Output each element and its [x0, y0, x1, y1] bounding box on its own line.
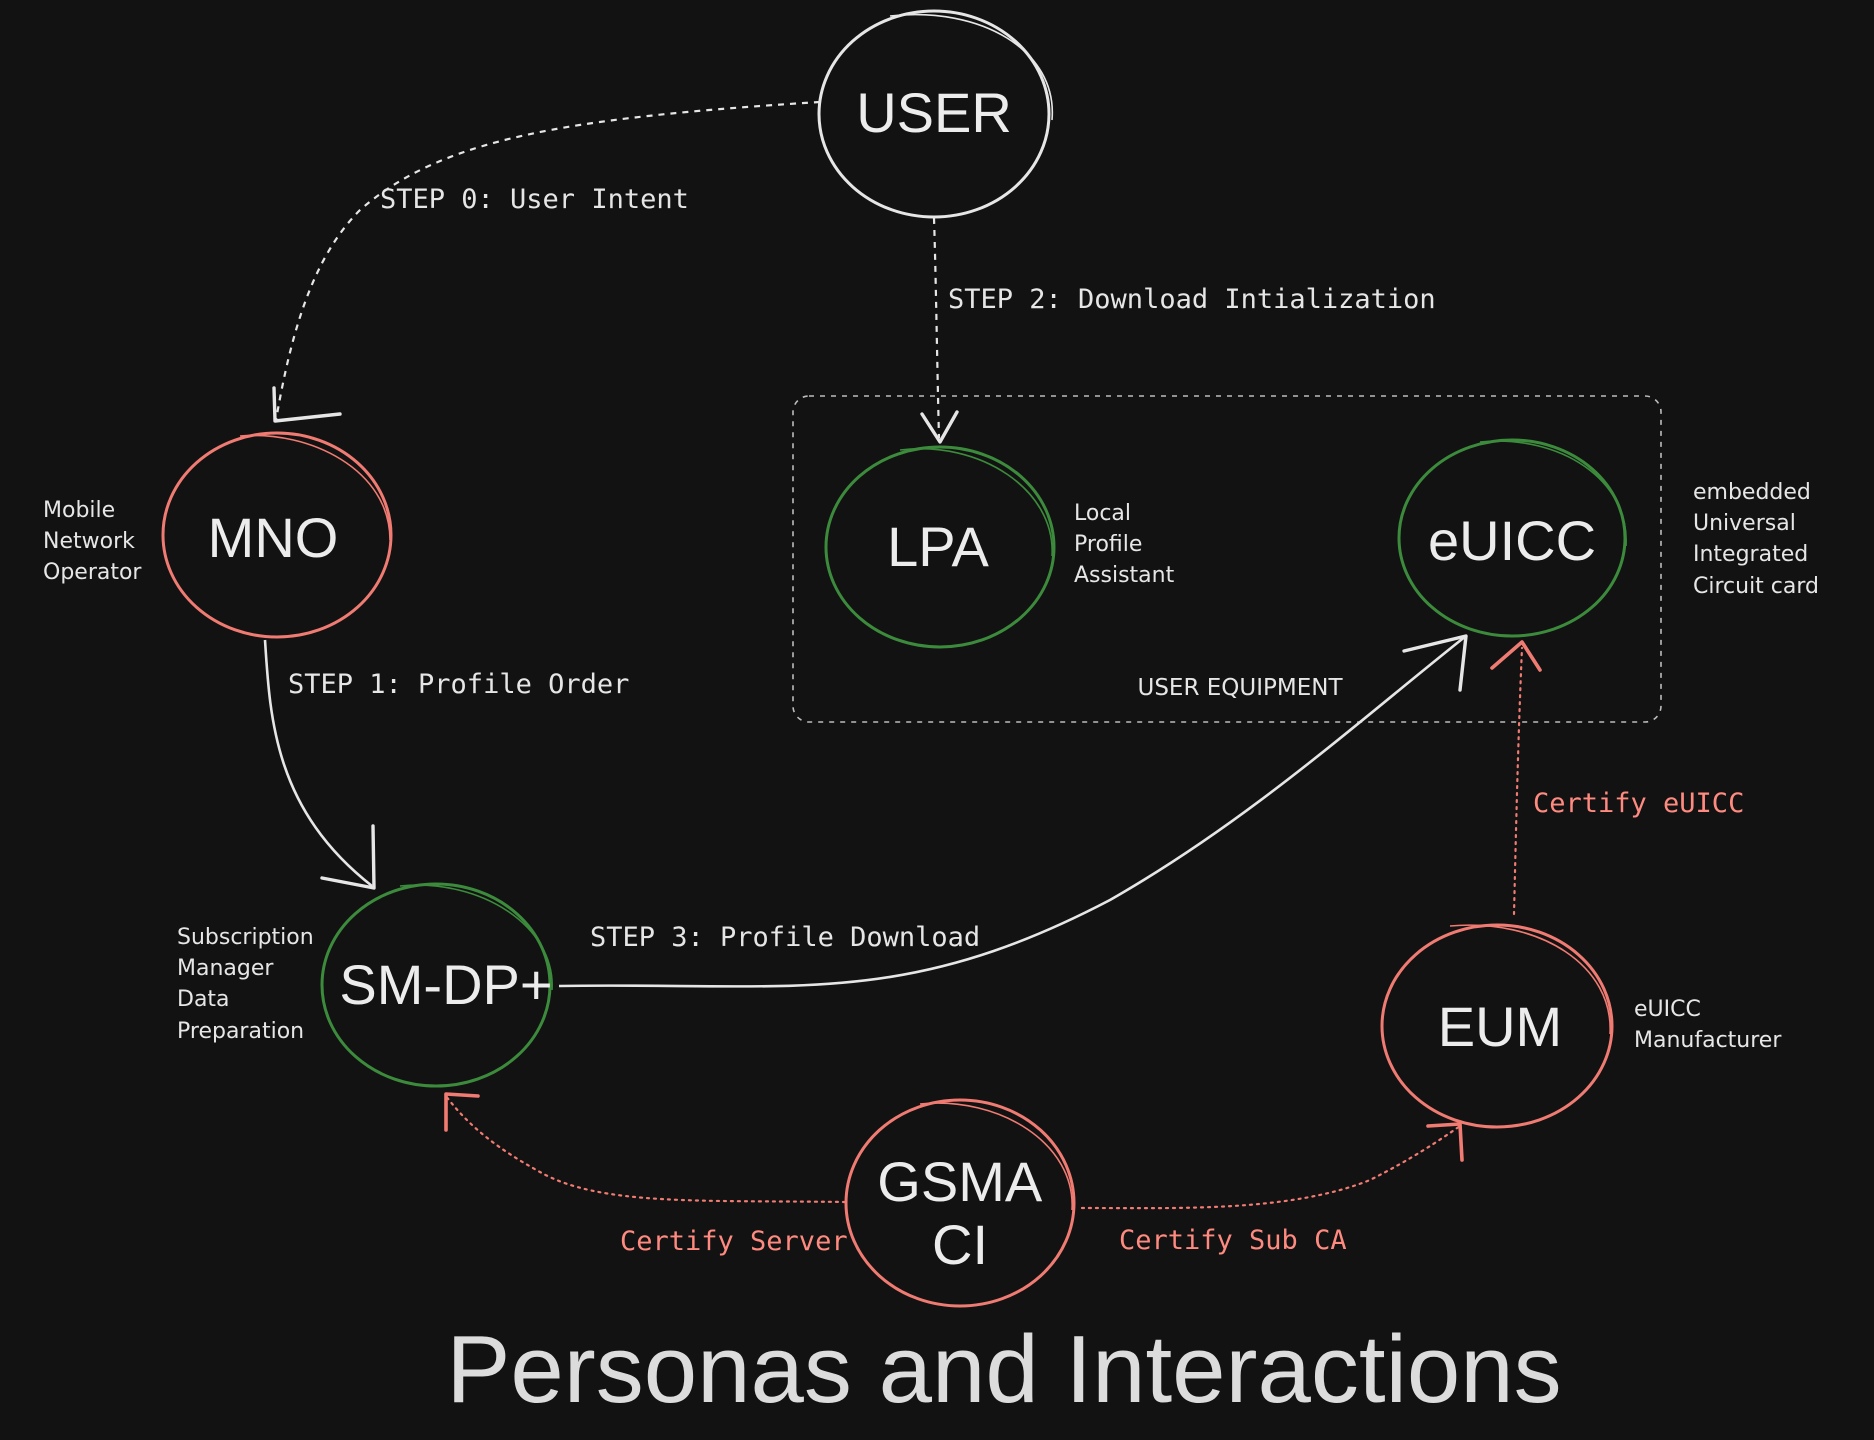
node-mno: MNO [161, 431, 393, 639]
step1-arrowhead [320, 824, 376, 890]
smdp-label: SM-DP+ [339, 953, 552, 1016]
certify-euicc-connector [1512, 646, 1524, 916]
certify-server-connector [444, 1094, 847, 1204]
step0-label: STEP 0: User Intent [380, 184, 689, 215]
node-smdp: SM-DP+ [320, 882, 553, 1088]
certify-euicc-arrowhead [1490, 640, 1542, 672]
mno-description-line: Network [43, 529, 135, 554]
certify-subca-connector [1080, 1124, 1462, 1210]
mno-label: MNO [208, 506, 339, 569]
lpa-description-line: Assistant [1074, 563, 1175, 588]
node-user: USER [817, 9, 1053, 219]
euicc-label: eUICC [1428, 509, 1596, 572]
smdp-description: Subscription Manager Data Preparation [177, 925, 321, 1044]
step2-label: STEP 2: Download Intialization [948, 284, 1436, 315]
node-lpa: LPA [824, 445, 1056, 649]
step1-label: STEP 1: Profile Order [288, 669, 629, 700]
step1-connector [263, 639, 373, 888]
euicc-description: embedded Universal Integrated Circuit ca… [1693, 480, 1819, 599]
euicc-description-line: Universal [1693, 511, 1796, 536]
eum-label: EUM [1438, 995, 1562, 1058]
step3-arrowhead [1402, 634, 1468, 692]
step0-connector [274, 100, 821, 421]
lpa-description: Local Profile Assistant [1074, 501, 1175, 588]
page-title: Personas and Interactions [446, 1316, 1561, 1423]
certify-server-arrowhead [444, 1092, 480, 1132]
euicc-description-line: Integrated [1693, 542, 1808, 567]
node-euicc: eUICC [1397, 438, 1627, 638]
node-eum: EUM [1380, 923, 1614, 1129]
gsma-label-line: GSMA [877, 1150, 1043, 1213]
certify-subca-arrowhead [1426, 1122, 1464, 1162]
mno-description-line: Mobile [43, 498, 115, 523]
euicc-description-line: embedded [1693, 480, 1811, 505]
gsma-label-line: CI [932, 1213, 988, 1276]
smdp-description-line: Data [177, 987, 230, 1012]
smdp-description-line: Preparation [177, 1019, 304, 1044]
step3-connector [558, 634, 1467, 988]
user-label: USER [856, 81, 1012, 144]
lpa-label: LPA [887, 515, 989, 578]
lpa-description-line: Profile [1074, 532, 1142, 557]
step0-arrowhead [272, 386, 342, 423]
step2-arrowhead [920, 410, 959, 444]
certify-subca-label: Certify Sub CA [1119, 1225, 1347, 1256]
node-gsma-ci: GSMA CI [844, 1098, 1076, 1308]
euicc-description-line: Circuit card [1693, 574, 1819, 599]
mno-description-line: Operator [43, 560, 142, 585]
eum-description: eUICC Manufacturer [1634, 997, 1782, 1053]
lpa-description-line: Local [1074, 501, 1131, 526]
step2-connector [932, 217, 941, 439]
mno-description: Mobile Network Operator [43, 498, 142, 585]
gsma-ci-label: GSMA CI [877, 1150, 1054, 1276]
user-equipment-label: USER EQUIPMENT [1137, 675, 1343, 701]
smdp-description-line: Manager [177, 956, 274, 981]
user-equipment-box [792, 395, 1662, 723]
smdp-description-line: Subscription [177, 925, 314, 950]
eum-description-line: Manufacturer [1634, 1028, 1782, 1053]
step3-label: STEP 3: Profile Download [590, 922, 980, 953]
certify-euicc-label: Certify eUICC [1533, 788, 1744, 819]
eum-description-line: eUICC [1634, 997, 1701, 1022]
certify-server-label: Certify Server [620, 1226, 848, 1257]
